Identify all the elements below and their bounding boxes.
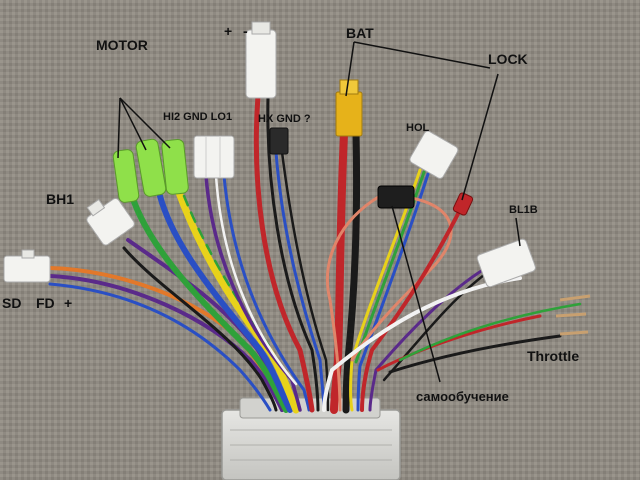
- label-hol: HOL: [406, 122, 430, 134]
- connector-sd-fd: [3, 249, 51, 283]
- pointer-bl1b: [515, 217, 521, 247]
- wire-bundle: [48, 93, 582, 414]
- connector-bl1b: [476, 238, 536, 288]
- wire-purple: [204, 174, 302, 412]
- pointer-motor-1: [117, 97, 121, 159]
- pointer-motor-3: [119, 97, 171, 149]
- wire-red-bat: [330, 130, 348, 414]
- label-hi2-gnd-lo1: HI2 GND LO1: [163, 111, 233, 123]
- connector-motor-phases: [112, 138, 189, 203]
- connector-self-learning: [377, 185, 415, 209]
- wire-black-bat: [342, 130, 361, 414]
- label-fd: FD: [36, 295, 55, 311]
- label-motor: MOTOR: [96, 37, 148, 53]
- pointer-self-learning: [391, 205, 441, 383]
- label-bat: BAT: [346, 25, 374, 41]
- wire-black: [382, 270, 490, 382]
- wire-orange-loop: [325, 194, 382, 412]
- wire-white-throttle: [322, 276, 522, 412]
- connector-hol: [409, 130, 459, 179]
- wire-black: [266, 94, 320, 412]
- label-lock: LOCK: [488, 51, 528, 67]
- label-sd: SD: [2, 295, 22, 311]
- label-self-learning: самообучение: [416, 389, 509, 404]
- throttle-wire-ends: [555, 294, 591, 336]
- wire-red: [253, 93, 315, 413]
- wire-blue-phase: [157, 193, 293, 413]
- wire-black-throttle: [388, 334, 562, 374]
- wire-green-throttle: [398, 302, 582, 362]
- wire-green-twist: [182, 194, 274, 352]
- wire-red-throttle: [376, 314, 542, 372]
- pointer-motor-2: [119, 97, 147, 151]
- connector-bat: [335, 79, 363, 137]
- label-plus: +: [224, 23, 233, 39]
- wire-blue: [356, 172, 430, 412]
- wire-blue: [274, 150, 326, 412]
- wire-blue: [222, 174, 311, 412]
- wire-blue: [48, 282, 272, 412]
- label-bh1: BH1: [46, 191, 75, 207]
- label-sd-fd-plus: +: [64, 295, 73, 311]
- wire-purple: [368, 266, 488, 412]
- connector-hx-gnd: [269, 127, 289, 155]
- label-bl1b: BL1B: [509, 204, 538, 216]
- wire-green-phase: [129, 193, 289, 413]
- connector-hi2-gnd-lo1: [193, 135, 235, 179]
- pointer-lock: [461, 73, 499, 201]
- pointer-bat: [345, 41, 355, 97]
- connector-power-plus-minus: [245, 21, 277, 99]
- connector-bh1: [86, 198, 135, 246]
- wire-white: [214, 174, 298, 386]
- label-throttle: Throttle: [527, 348, 580, 364]
- label-hx-gnd: HX GND ?: [258, 113, 311, 125]
- pointer-lines: [117, 41, 521, 383]
- wire-black: [122, 246, 278, 412]
- wire-yellow: [349, 168, 422, 412]
- wire-orange-loop: [350, 194, 453, 362]
- connector-lock: [452, 192, 474, 216]
- label-minus: -: [243, 23, 248, 39]
- wire-green: [354, 170, 426, 364]
- pointer-bat-lock: [353, 41, 491, 69]
